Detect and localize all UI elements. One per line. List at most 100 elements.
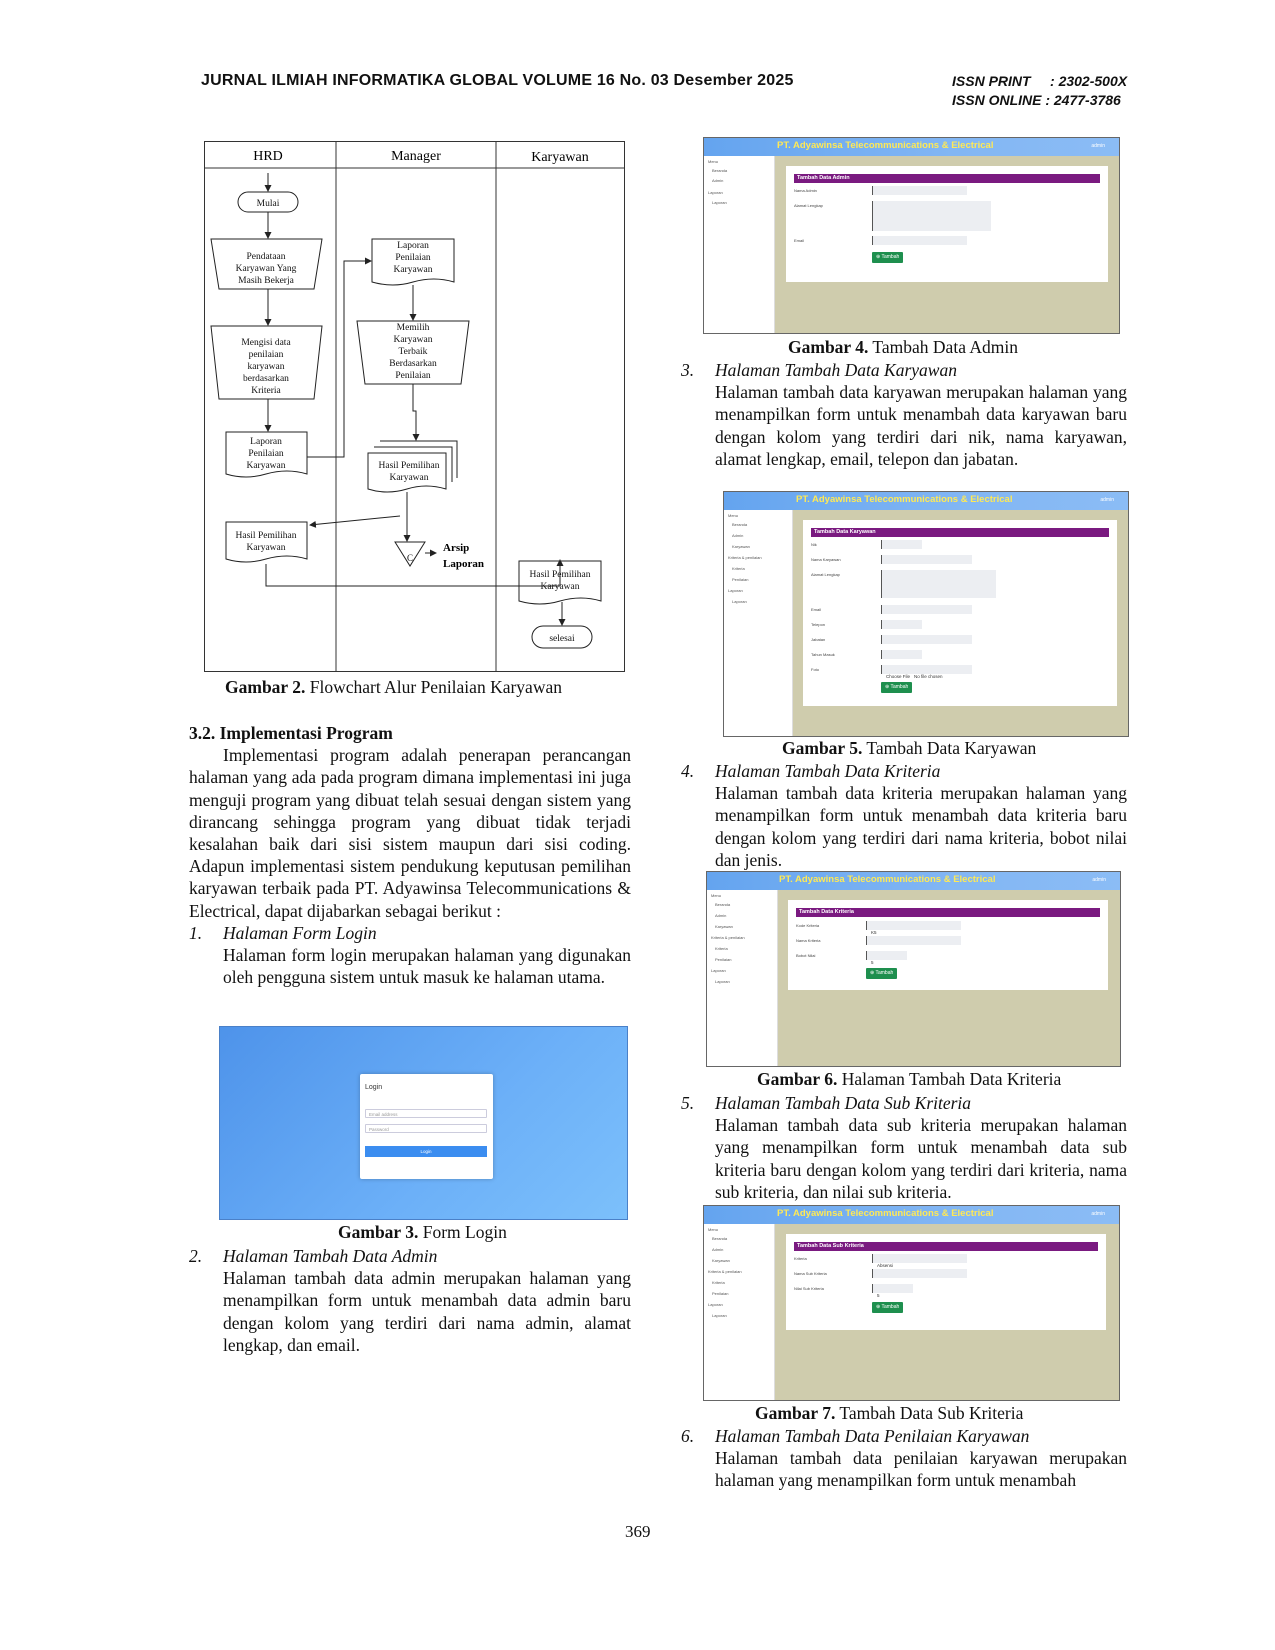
sidebar-item-kriteria[interactable]: Kriteria <box>715 946 728 951</box>
email-input[interactable] <box>881 605 972 614</box>
app-brand: PT. Adyawinsa Telecommunications & Elect… <box>777 140 994 151</box>
sidebar-item-admin[interactable]: Admin <box>732 533 744 538</box>
menu-heading: Menu <box>708 159 719 164</box>
fc-mulai: Mulai <box>257 199 280 209</box>
file-status: No file chosen <box>914 674 943 679</box>
form-card: Tambah Data Admin Nama Admin Alamat Leng… <box>786 166 1108 282</box>
form-header: Tambah Data Karyawan <box>811 528 1109 537</box>
tambah-button[interactable]: ⊕ Tambah <box>881 682 913 693</box>
tambah-button[interactable]: ⊕ Tambah <box>872 1302 904 1313</box>
sidebar-item-penilaian[interactable]: Penilaian <box>715 957 732 962</box>
sidebar-item-penilaian[interactable]: Penilaian <box>712 1291 729 1296</box>
sidebar-item-penilaian[interactable]: Penilaian <box>732 577 749 582</box>
email-field[interactable]: Email address <box>365 1109 487 1118</box>
fc-laporan-mgr-1: Laporan <box>397 241 429 251</box>
issn-block: ISSN PRINT : 2302-500X ISSN ONLINE : 247… <box>952 72 1127 110</box>
item-5-title: Halaman Tambah Data Sub Kriteria <box>715 1093 972 1113</box>
fc-laporan-hrd-3: Karyawan <box>246 461 285 471</box>
login-screenshot: Login Email address Password Login <box>219 1026 628 1220</box>
user-menu[interactable]: admin <box>1100 497 1114 503</box>
lane-karyawan: Karyawan <box>531 150 589 165</box>
sidebar-item-admin[interactable]: Admin <box>712 178 724 183</box>
fc-memilih-4: Berdasarkan <box>389 359 437 369</box>
tambah-button[interactable]: ⊕ Tambah <box>872 252 904 263</box>
menu-heading-kriteria: Kriteria & penilaian <box>711 935 745 940</box>
sidebar-item-karyawan[interactable]: Karyawan <box>712 1258 730 1263</box>
telepon-input[interactable] <box>881 620 922 629</box>
tahun-masuk-input[interactable] <box>881 650 922 659</box>
app-sidebar: Menu Beranda Admin Karyawan Kriteria & p… <box>707 890 778 1066</box>
issn-print: ISSN PRINT : 2302-500X <box>952 73 1128 89</box>
kode-kriteria-input[interactable]: K5 <box>866 921 961 935</box>
field-label: Bobot Nilai <box>796 953 816 958</box>
user-menu[interactable]: admin <box>1091 1211 1105 1217</box>
nama-sub-kriteria-input[interactable] <box>872 1269 967 1278</box>
sidebar-item-kriteria[interactable]: Kriteria <box>712 1280 725 1285</box>
sidebar-item-beranda[interactable]: Beranda <box>715 902 731 907</box>
sidebar-item-admin[interactable]: Admin <box>712 1247 724 1252</box>
kriteria-select[interactable]: Absensi <box>872 1254 967 1268</box>
login-button[interactable]: Login <box>365 1146 487 1157</box>
caption-text: Tambah Data Admin <box>868 337 1018 357</box>
menu-heading: Menu <box>711 893 722 898</box>
nama-kriteria-input[interactable] <box>866 936 961 945</box>
app-sidebar: Menu Beranda Admin Karyawan Kriteria & p… <box>724 510 793 736</box>
app-topbar: PT. Adyawinsa Telecommunications & Elect… <box>704 138 1119 156</box>
field-label: Alamat Lengkap <box>811 572 840 577</box>
page-number: 369 <box>625 1522 651 1541</box>
user-menu[interactable]: admin <box>1091 143 1105 149</box>
sidebar-item-karyawan[interactable]: Karyawan <box>732 544 750 549</box>
tambah-button[interactable]: ⊕ Tambah <box>866 968 898 979</box>
bobot-nilai-select[interactable]: 5 <box>866 951 907 965</box>
field-label: Nama Sub Kriteria <box>794 1271 827 1276</box>
sidebar-item-laporan[interactable]: Laporan <box>732 599 747 604</box>
right-item-6: 6.Halaman Tambah Data Penilaian Karyawan… <box>681 1425 1127 1492</box>
field-label: Kode Kriteria <box>796 923 820 928</box>
alamat-input[interactable] <box>872 201 991 231</box>
sidebar-item-laporan[interactable]: Laporan <box>712 1313 727 1318</box>
field-label: Nik <box>811 542 817 547</box>
sidebar-item-beranda[interactable]: Beranda <box>712 1236 728 1241</box>
sidebar-item-laporan[interactable]: Laporan <box>715 979 730 984</box>
choose-file-button[interactable]: Choose File <box>886 674 911 679</box>
item-4-title: Halaman Tambah Data Kriteria <box>715 761 941 781</box>
intro-paragraph: Implementasi program adalah penerapan pe… <box>189 745 631 921</box>
caption-text: Tambah Data Karyawan <box>862 738 1037 758</box>
menu-heading: Menu <box>728 513 739 518</box>
sidebar-item-kriteria[interactable]: Kriteria <box>732 566 745 571</box>
user-menu[interactable]: admin <box>1092 877 1106 883</box>
nik-input[interactable] <box>881 540 922 549</box>
email-input[interactable] <box>872 236 967 245</box>
field-label: Tahun Masuk <box>811 652 835 657</box>
menu-heading-laporan: Laporan <box>728 588 743 593</box>
nama-admin-input[interactable] <box>872 186 967 195</box>
sidebar-item-admin[interactable]: Admin <box>715 913 727 918</box>
caption-gambar-3: Gambar 3. Form Login <box>338 1222 507 1243</box>
password-field[interactable]: Password <box>365 1124 487 1133</box>
sidebar-item-karyawan[interactable]: Karyawan <box>715 924 733 929</box>
fc-pendataan-3: Masih Bekerja <box>238 276 294 286</box>
item-1-number: 1. <box>189 922 203 943</box>
item-3-number: 3. <box>681 360 695 380</box>
item-2-number: 2. <box>189 1246 203 1266</box>
app-topbar: PT. Adyawinsa Telecommunications & Elect… <box>724 492 1128 510</box>
kriteria-value: Absensi <box>877 1263 894 1268</box>
fc-memilih-1: Memilih <box>397 323 430 333</box>
alamat-input[interactable] <box>881 570 996 598</box>
sidebar-item-laporan[interactable]: Laporan <box>712 200 727 205</box>
fc-hasil-hrd-2: Karyawan <box>246 543 285 553</box>
item-3-title: Halaman Tambah Data Karyawan <box>715 360 957 380</box>
caption-label: Gambar 6. <box>757 1069 838 1089</box>
sidebar-item-beranda[interactable]: Beranda <box>712 168 728 173</box>
fc-memilih-2: Karyawan <box>393 335 432 345</box>
nama-karyawan-input[interactable] <box>881 555 972 564</box>
sub-kriteria-screenshot: PT. Adyawinsa Telecommunications & Elect… <box>703 1205 1120 1401</box>
item-4-body: Halaman tambah data kriteria merupakan h… <box>715 783 1127 870</box>
jabatan-input[interactable] <box>881 635 972 644</box>
nilai-sub-kriteria-select[interactable]: 5 <box>872 1284 913 1298</box>
form-header: Tambah Data Sub Kriteria <box>794 1242 1098 1251</box>
fc-arsip-1: Arsip <box>443 542 469 554</box>
field-label: Jabatan <box>811 637 826 642</box>
sidebar-item-beranda[interactable]: Beranda <box>732 522 748 527</box>
